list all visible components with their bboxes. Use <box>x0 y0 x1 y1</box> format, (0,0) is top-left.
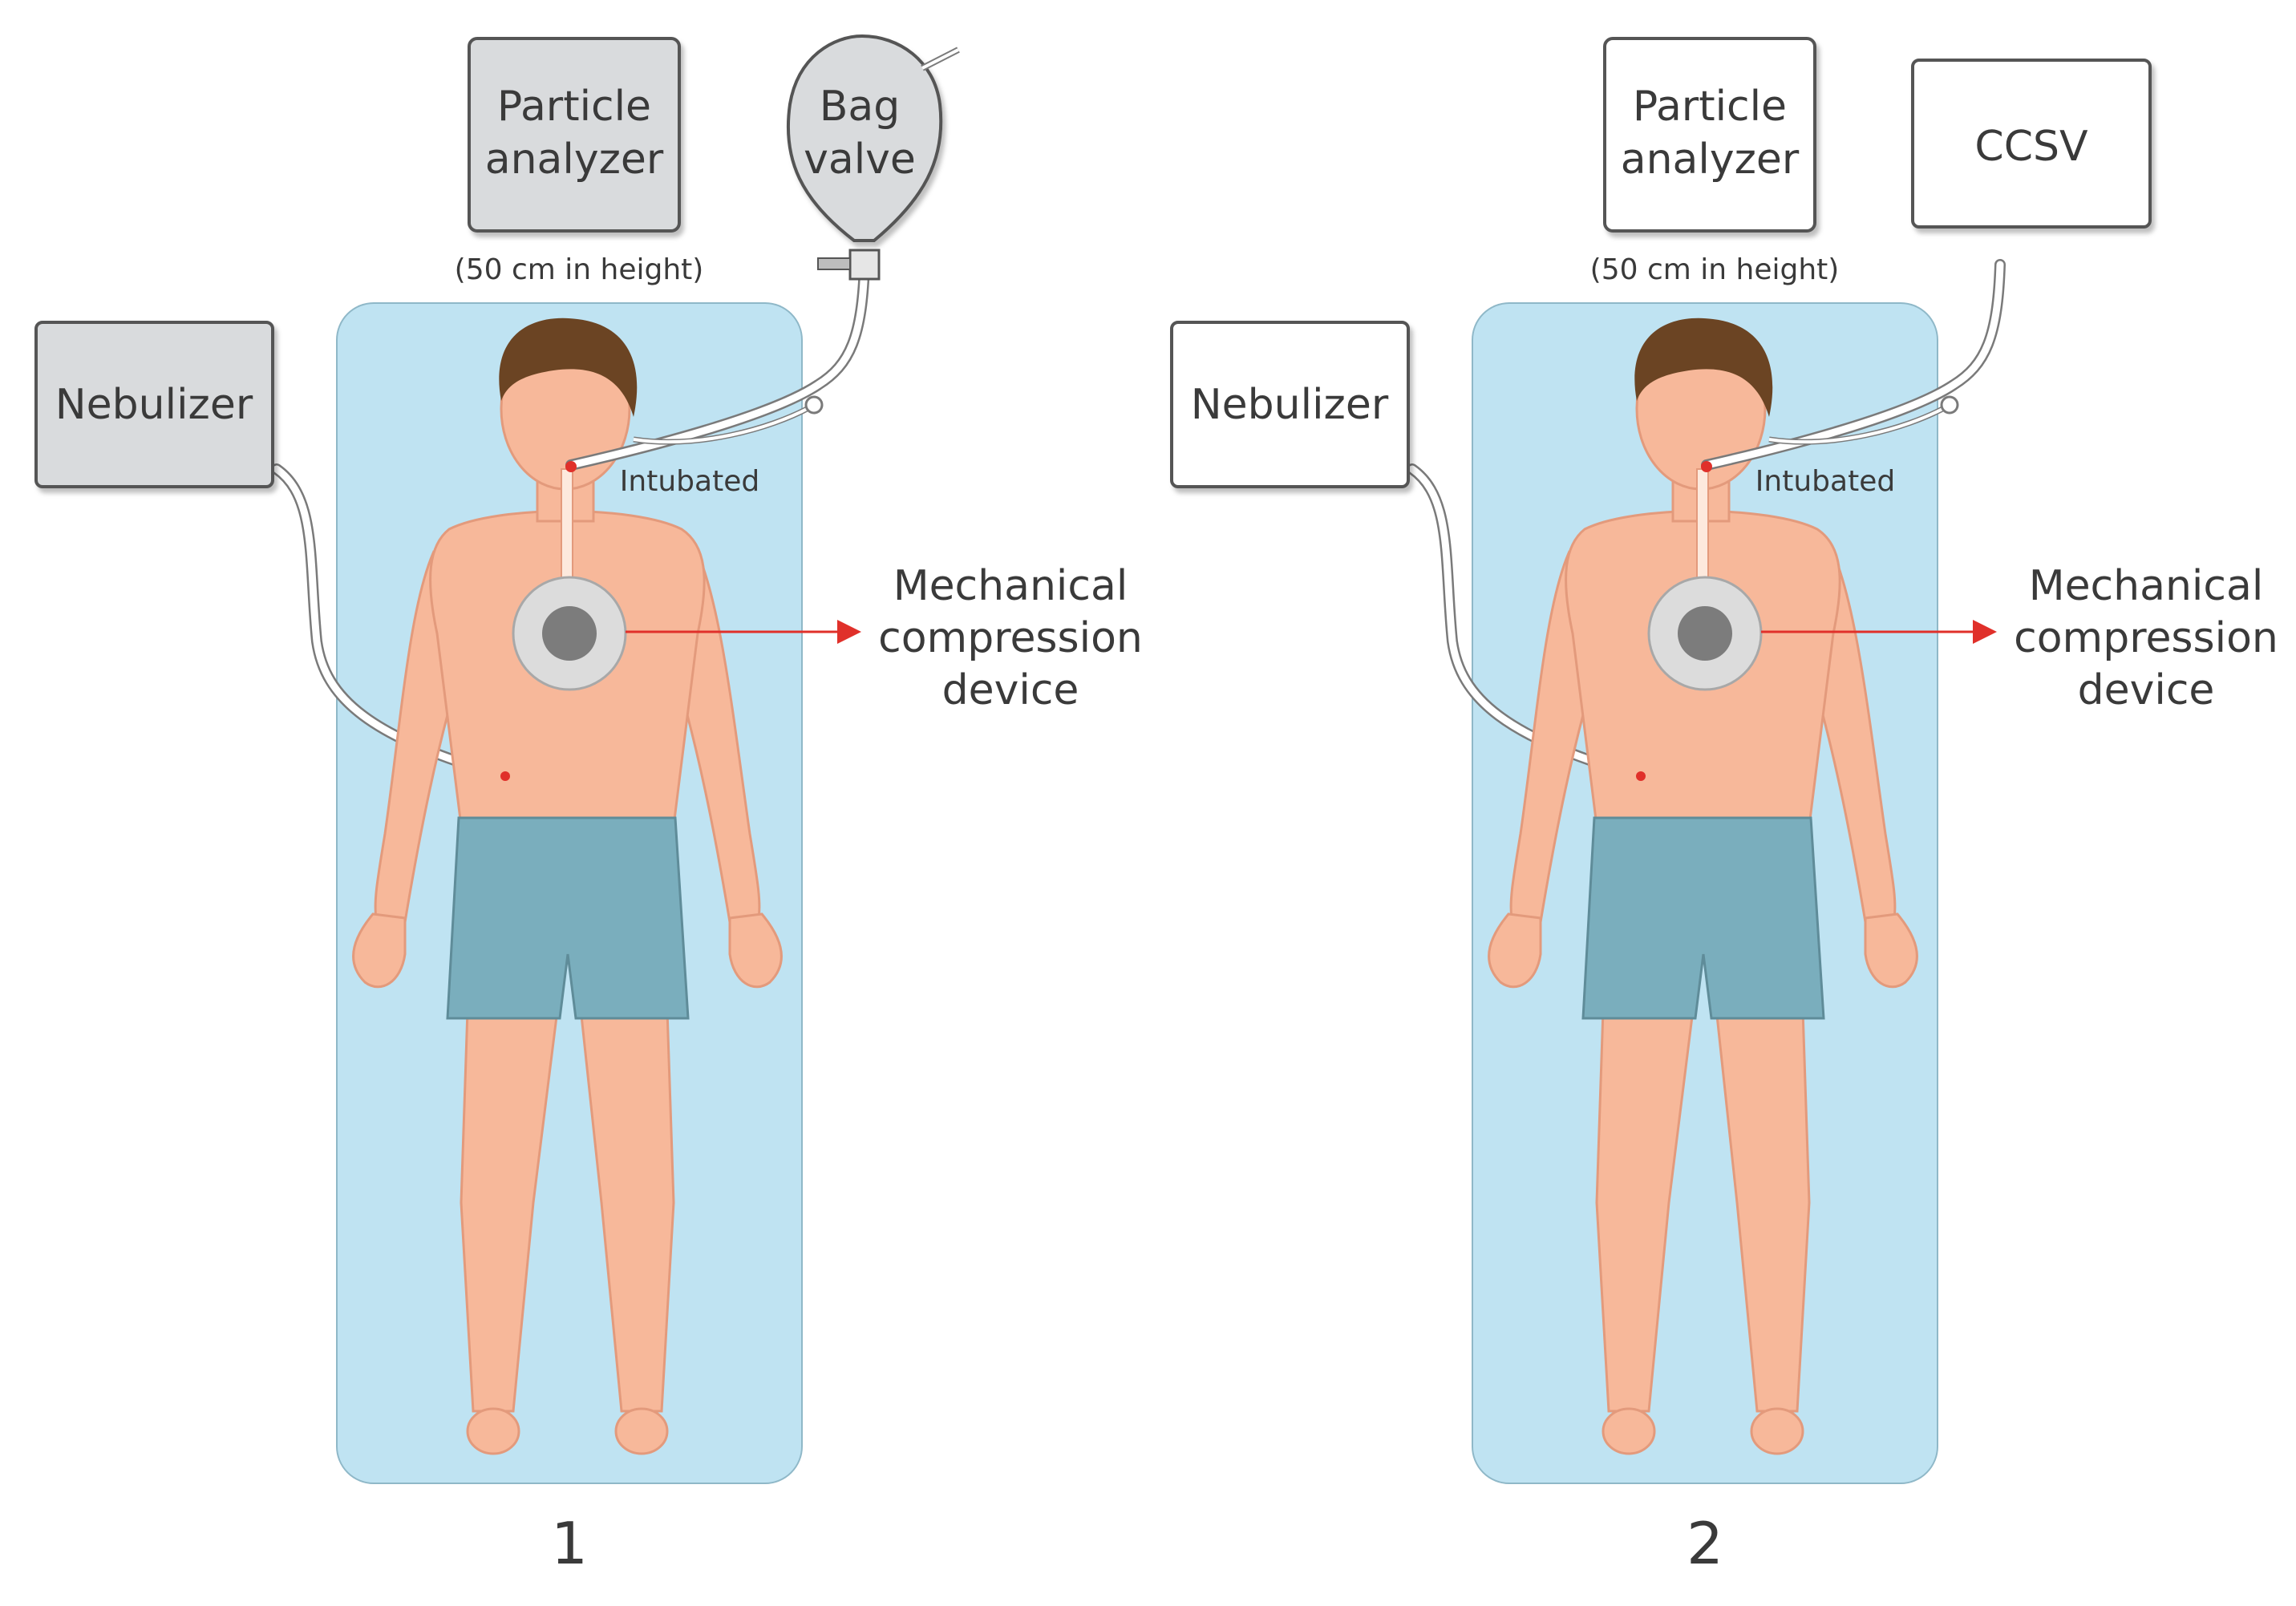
panel-number: 1 <box>551 1510 588 1577</box>
intubated-label: Intubated <box>1755 465 1895 498</box>
bag-valve-label-line: valve <box>804 136 916 184</box>
pilot-tube <box>1768 406 1946 444</box>
ccsv-box <box>1911 59 2152 229</box>
compression-label-line: device <box>942 666 1079 714</box>
nebulizer-box <box>34 321 274 488</box>
left-foot <box>1602 1407 1656 1455</box>
right-foot <box>614 1407 669 1455</box>
compression-label-line: Mechanical <box>2029 562 2264 610</box>
bag-valve-bag <box>786 34 943 242</box>
ccsv-label: CCSV <box>1974 123 2088 171</box>
right-hand <box>728 912 783 989</box>
patient-figure <box>1488 318 1918 1455</box>
patient-figure <box>352 318 783 1455</box>
compression-label-line: compression <box>2014 614 2278 662</box>
particle-analyzer-box <box>1603 37 1816 233</box>
ventilation-tube <box>567 261 869 469</box>
particle-analyzer-label-line: analyzer <box>485 136 664 184</box>
left-hand <box>1488 912 1542 989</box>
right-foot <box>1750 1407 1804 1455</box>
ventilation-tube <box>1703 261 2004 469</box>
left-hand <box>352 912 407 989</box>
shorts <box>1581 816 1825 1020</box>
right-hand <box>1864 912 1918 989</box>
trachea-tube <box>1696 468 1709 590</box>
hair <box>499 318 638 417</box>
particle-analyzer-box <box>468 37 681 233</box>
bag-valve-port <box>817 257 851 270</box>
nebulizer-site-marker <box>1636 771 1646 781</box>
bag-valve-connector <box>848 249 881 281</box>
compression-device-center <box>1678 606 1732 661</box>
bag-valve-label-line: Bag <box>820 83 901 131</box>
hair <box>1634 318 1773 417</box>
compression-label-line: Mechanical <box>893 562 1128 610</box>
mouth-marker <box>1701 461 1712 472</box>
pilot-balloon <box>804 395 824 415</box>
shorts <box>446 816 690 1020</box>
nebulizer-site-marker <box>500 771 510 781</box>
mouth-marker <box>565 461 577 472</box>
nebulizer-box <box>1170 321 1410 488</box>
pilot-balloon <box>1940 395 1959 415</box>
particle-analyzer-label-line: analyzer <box>1621 136 1800 184</box>
compression-device-center <box>542 606 597 661</box>
trachea-tube <box>561 468 573 590</box>
left-foot <box>466 1407 520 1455</box>
compression-label-line: compression <box>878 614 1143 662</box>
pilot-tube <box>633 406 811 444</box>
particle-analyzer-label-line: Particle <box>1633 83 1787 131</box>
analyzer-height-note: (50 cm in height) <box>1590 253 1840 286</box>
compression-label-line: device <box>2078 666 2215 714</box>
nebulizer-label: Nebulizer <box>1191 381 1389 429</box>
bag-valve-inlet <box>921 48 959 70</box>
nebulizer-label: Nebulizer <box>55 381 253 429</box>
panels-group: MechanicalcompressiondeviceIntubatedNebu… <box>34 34 2278 1577</box>
intubated-label: Intubated <box>620 465 759 498</box>
panel-number: 2 <box>1687 1510 1723 1577</box>
particle-analyzer-label-line: Particle <box>497 83 651 131</box>
analyzer-height-note: (50 cm in height) <box>455 253 704 286</box>
